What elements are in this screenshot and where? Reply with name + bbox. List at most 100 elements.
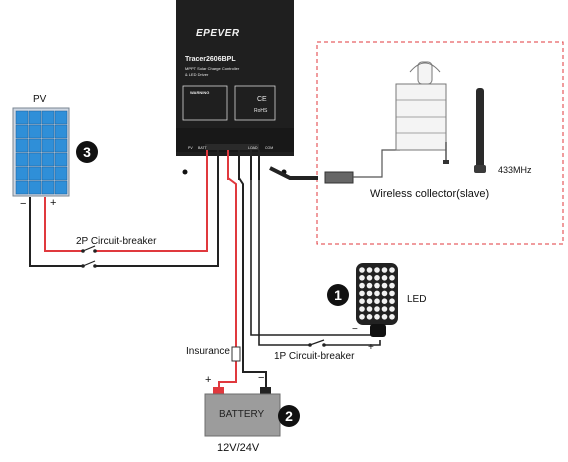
controller-subtitle-1: MPPT Solar Charge Controller: [185, 66, 240, 71]
fuse-label: Insurance: [186, 346, 230, 357]
solar-cell: [28, 124, 42, 139]
led-emitter: [359, 282, 365, 289]
terminal-label-load: LOAD: [248, 146, 258, 150]
led-emitter: [359, 290, 365, 297]
led-emitter: [374, 314, 380, 320]
pv-pos-label: +: [50, 197, 57, 209]
com-cable: [269, 149, 400, 184]
led-emitter: [366, 314, 373, 320]
led-emitter: [381, 275, 388, 281]
led-emitter: [359, 306, 365, 312]
controller-model: Tracer2606BPL: [185, 56, 236, 63]
led-emitter: [366, 282, 373, 289]
controller-brand: EPEVER: [196, 28, 240, 39]
battery-pos-label: +: [205, 374, 212, 386]
solar-cell: [41, 110, 55, 125]
led-emitter: [366, 275, 373, 281]
solar-cell: [15, 180, 29, 195]
led-emitter: [374, 267, 380, 273]
led-emitter: [389, 275, 395, 281]
terminal-label-batt: BATT: [198, 146, 207, 150]
solar-cell: [54, 138, 68, 153]
solar-cell: [15, 152, 29, 167]
solar-cell: [54, 110, 68, 125]
led-emitter: [366, 290, 373, 297]
controller-ce: CE: [257, 96, 267, 103]
led-emitter: [389, 314, 395, 320]
led-emitter: [366, 306, 373, 312]
led-emitter: [359, 314, 365, 320]
battery-label: BATTERY: [219, 409, 265, 420]
battery-neg-label: −: [258, 372, 265, 384]
led-emitter: [389, 282, 395, 289]
led-emitter: [374, 275, 380, 281]
wireless-collector-label: Wireless collector(slave): [370, 188, 490, 200]
solar-cell: [41, 180, 55, 195]
solar-panel: [12, 107, 70, 197]
antenna: [474, 88, 486, 173]
solar-cell: [28, 180, 42, 195]
solar-cell: [15, 138, 29, 153]
solar-cell: [41, 138, 55, 153]
solar-cell: [54, 124, 68, 139]
solar-cell: [28, 138, 42, 153]
led-emitter: [359, 275, 365, 281]
charge-controller: [176, 0, 294, 175]
solar-cell: [54, 166, 68, 181]
led-lamp: [356, 263, 398, 337]
wireless-collector: [395, 61, 449, 164]
led-badge: 1: [327, 284, 349, 306]
led-emitter: [381, 282, 388, 289]
led-emitter: [381, 306, 388, 312]
led-emitter: [389, 306, 395, 312]
solar-cell: [15, 166, 29, 181]
terminal-wires: [206, 150, 260, 180]
battery-badge: 2: [278, 405, 300, 427]
solar-cell: [28, 166, 42, 181]
fuse: [231, 346, 241, 362]
wireless-frame: [316, 41, 564, 245]
led-emitter: [366, 267, 373, 273]
solar-cell: [28, 152, 42, 167]
led-pos-label: +: [368, 342, 374, 353]
pv-wires: [29, 150, 219, 268]
solar-cell: [41, 152, 55, 167]
solar-cell: [15, 124, 29, 139]
led-emitter: [374, 290, 380, 297]
load-wires: [250, 150, 381, 347]
led-emitter: [374, 306, 380, 312]
terminal-label-pv: PV: [188, 146, 193, 150]
led-emitter: [389, 267, 395, 273]
controller-subtitle-2: & LED Driver: [185, 72, 209, 77]
led-emitter: [374, 298, 380, 305]
led-emitter: [366, 298, 373, 305]
battery-voltage: 12V/24V: [217, 442, 260, 454]
solar-cell: [54, 152, 68, 167]
led-emitter: [381, 290, 388, 297]
led-emitter: [359, 298, 365, 305]
controller-rohs: RoHS: [254, 108, 268, 114]
wireless-frequency-label: 433MHz: [498, 165, 532, 175]
battery: [204, 387, 281, 437]
pv-neg-label: −: [20, 198, 27, 210]
led-emitter: [389, 298, 395, 305]
solar-cell: [41, 166, 55, 181]
pv-badge: 3: [76, 141, 98, 163]
led-emitter: [381, 314, 388, 320]
pv-breaker-label: 2P Circuit-breaker: [76, 236, 157, 247]
controller-warning: WARNING: [190, 90, 210, 95]
led-label: LED: [407, 294, 427, 305]
pv-label: PV: [33, 94, 47, 105]
load-breaker-label: 1P Circuit-breaker: [274, 351, 355, 362]
solar-cell: [41, 124, 55, 139]
led-emitter: [389, 290, 395, 297]
solar-cell: [15, 110, 29, 125]
led-emitter: [359, 267, 365, 273]
terminal-label-com: COM: [265, 146, 274, 150]
solar-cell: [54, 180, 68, 195]
solar-cell: [28, 110, 42, 125]
led-emitter: [374, 282, 380, 289]
led-neg-label: −: [352, 324, 358, 335]
led-emitter: [381, 267, 388, 273]
